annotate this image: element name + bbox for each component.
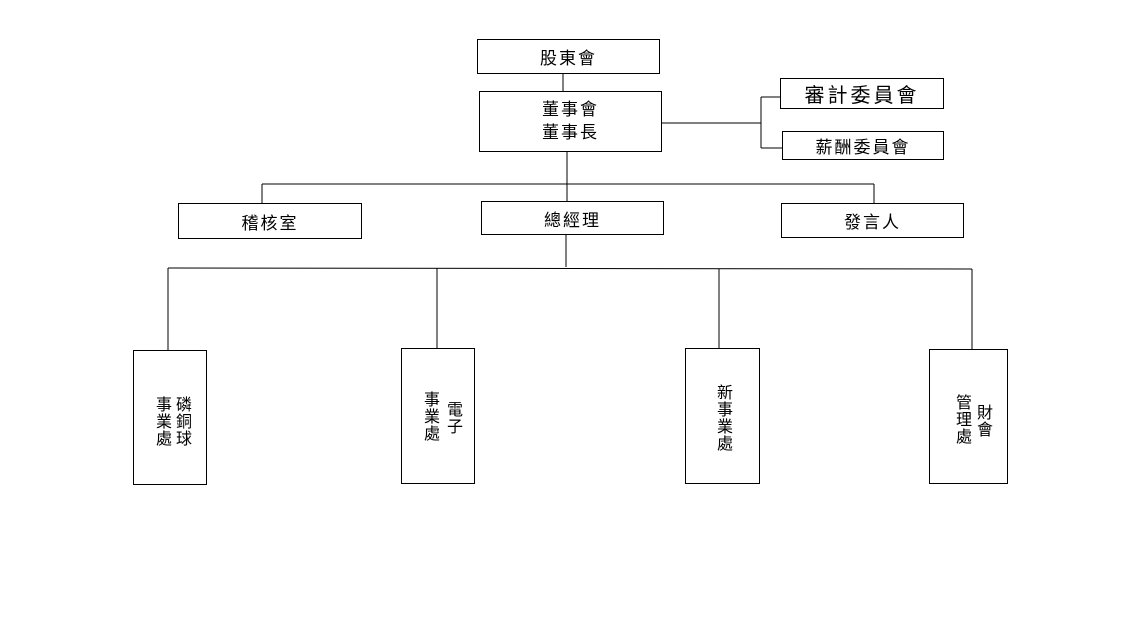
president-box: 總經理 [481, 201, 664, 235]
audit-committee-label: 審計委員會 [804, 83, 920, 107]
board-box: 董事會 董事長 [479, 91, 662, 152]
electronics-division-name: 電子 [444, 401, 463, 435]
shareholders-box: 股東會 [477, 39, 660, 74]
new-business-division-box: 新事業處 [685, 348, 760, 484]
copper-ball-division-suffix: 事業處 [153, 396, 172, 447]
chairman-label: 董事長 [542, 122, 599, 143]
finance-division-box: 財會 管理處 [929, 349, 1008, 484]
audit-committee-box: 審計委員會 [780, 78, 944, 109]
finance-division-name: 財會 [974, 404, 993, 438]
spokesperson-box: 發言人 [781, 203, 964, 238]
audit-office-label: 稽核室 [241, 213, 299, 234]
electronics-division-box: 電子 事業處 [401, 348, 475, 484]
spokesperson-label: 發言人 [844, 213, 901, 233]
copper-ball-division-name: 磷銅球 [173, 396, 192, 447]
connector-divisions-horizontal [167, 267, 973, 270]
new-business-division-name: 新事業處 [714, 384, 733, 452]
president-label: 總經理 [544, 210, 601, 231]
board-label: 董事會 [542, 99, 599, 120]
audit-office-box: 稽核室 [178, 203, 362, 239]
remuneration-committee-label: 薪酬委員會 [815, 138, 911, 158]
finance-division-suffix: 管理處 [953, 394, 972, 445]
copper-ball-division-box: 磷銅球 事業處 [133, 350, 207, 485]
shareholders-label: 股東會 [540, 49, 597, 69]
electronics-division-suffix: 事業處 [421, 391, 440, 442]
remuneration-committee-box: 薪酬委員會 [782, 131, 944, 160]
